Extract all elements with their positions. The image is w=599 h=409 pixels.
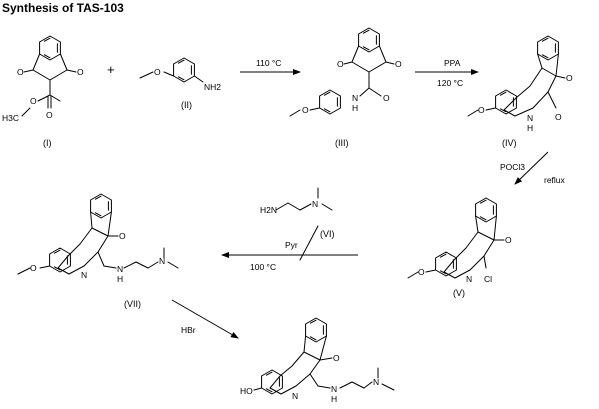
condition-step3-cond: reflux [544, 175, 566, 185]
compound-VI-atom-n: N [312, 199, 318, 209]
reaction-arrow-3 [514, 151, 549, 185]
compound-II-structure: O NH2 [139, 57, 221, 92]
reagent-vi-pointer [299, 225, 319, 261]
compound-V-label: (V) [453, 288, 465, 298]
compound-III-atom-o2: O [395, 59, 402, 69]
condition-step1: 110 °C [256, 58, 281, 68]
compound-IV-benzene-ring [537, 35, 559, 61]
condition-step4-temp: 100 °C [250, 262, 276, 272]
compound-VII-atom-nh: N [117, 264, 123, 274]
compound-VII-atom-o-meo: O [30, 263, 37, 273]
compound-I-atom-o-ester1: O [46, 110, 53, 120]
compound-VII-atom-o-ket: O [119, 231, 126, 241]
compound-IV-atom-o-ket: O [566, 73, 573, 83]
compound-III-structure: O O O N H O [289, 27, 402, 117]
compound-I-label: (I) [43, 138, 52, 148]
compound-III-anisyl-ring [319, 89, 341, 115]
compound-I-atom-o-top2: O [77, 67, 84, 77]
compound-III-atom-o3: O [383, 93, 390, 103]
compound-IV-structure: O O N H O [467, 35, 573, 133]
condition-step2-reagent: PPA [444, 58, 461, 68]
compound-VII-label: (VII) [124, 299, 141, 309]
compound-TAS-103-benzene-ring [305, 317, 327, 343]
compound-V-atom-o-ket: O [505, 235, 512, 245]
compound-III-atom-o-meo: O [302, 105, 309, 115]
compound-TAS-103-atom-nh: N [331, 384, 337, 394]
compound-TAS-103-phenol-ring [261, 369, 283, 395]
scheme-title: Synthesis of TAS-103 [2, 1, 124, 15]
compound-VII-atom-h: H [117, 274, 123, 284]
compound-II-label: (II) [181, 100, 192, 110]
compound-I-atom-o-top1: O [17, 67, 24, 77]
condition-step5-reagent: HBr [181, 325, 196, 335]
compound-IV-anisyl-ring [495, 89, 517, 115]
compound-VII-atom-n-ring: N [81, 270, 87, 280]
compound-VII-benzene-ring [90, 193, 112, 219]
compound-IV-atom-h: H [527, 123, 533, 133]
compound-I-structure: O O O O H3C [2, 35, 84, 123]
condition-step3-reagent: POCl3 [500, 162, 525, 172]
compound-TAS-103-atom-ho: HO [240, 386, 253, 396]
condition-step2-temp: 120 °C [437, 78, 463, 88]
compound-III-atom-o1: O [337, 59, 344, 69]
condition-step4-solvent: Pyr [285, 240, 298, 250]
compound-I-benzene-ring [39, 35, 61, 61]
compound-IV-atom-o-meo: O [478, 105, 485, 115]
compound-IV-label: (IV) [502, 138, 517, 148]
compound-VI-structure: H2N N [260, 187, 333, 215]
compound-TAS-103-atom-n-ring: N [292, 391, 298, 401]
compound-V-atom-o-meo: O [418, 267, 425, 277]
reaction-arrow-5 [171, 299, 239, 339]
compound-I-atom-o-ester2: O [30, 96, 37, 106]
compound-VI-atom-h2n: H2N [260, 205, 277, 215]
plus-sign: + [107, 62, 115, 77]
compound-TAS-103-atom-n-me: N [373, 377, 379, 387]
compound-V-atom-n: N [466, 274, 472, 284]
compound-V-benzene-ring [475, 197, 497, 223]
compound-IV-atom-o-lact: O [555, 112, 562, 122]
compound-V-atom-cl: Cl [484, 274, 492, 284]
compound-IV-atom-n: N [527, 113, 533, 123]
compound-III-atom-n: N [352, 93, 358, 103]
compound-VII-structure: O N N H N O [17, 193, 179, 284]
compound-II-atom-o: O [154, 67, 161, 77]
compound-II-benzene-ring [173, 57, 195, 83]
compound-TAS-103-structure: O N N H N HO [240, 317, 395, 404]
compound-II-atom-nh2: NH2 [204, 82, 221, 92]
compound-I-atom-h3c: H3C [2, 113, 19, 123]
compound-TAS-103-atom-o-ket: O [333, 353, 340, 363]
compound-V-structure: O N Cl O [407, 197, 512, 284]
compound-VII-anisyl-ring [49, 247, 71, 273]
compound-III-atom-h: H [352, 103, 358, 113]
compound-III-benzene-ring [358, 27, 380, 53]
compound-III-label: (III) [335, 138, 349, 148]
compound-VII-atom-n-me: N [159, 256, 165, 266]
compound-V-anisyl-ring [435, 251, 457, 277]
compound-TAS-103-atom-h: H [331, 394, 337, 404]
compound-VI-label: (VI) [320, 229, 335, 239]
